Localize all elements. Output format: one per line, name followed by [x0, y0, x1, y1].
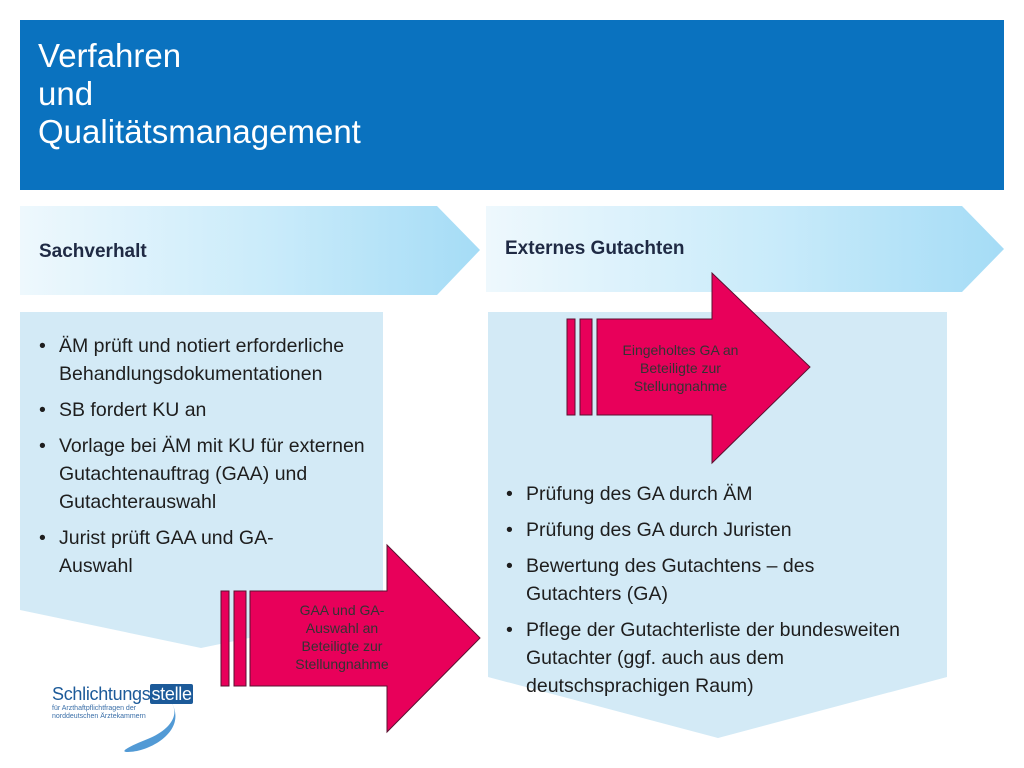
slide-title: Verfahren und Qualitätsmanagement: [38, 37, 361, 151]
header-sachverhalt: Sachverhalt: [39, 241, 147, 262]
header-externes-gutachten: Externes Gutachten: [505, 238, 685, 259]
chevron-externes-gutachten: [486, 206, 1004, 292]
list-item: Pflege der Gutachterliste der bundesweit…: [506, 616, 936, 700]
arrow-left-shape: [249, 543, 481, 734]
logo-wordmark-highlight: stelle: [150, 684, 193, 704]
title-bar: Verfahren und Qualitätsmanagement: [20, 20, 1004, 190]
logo-swoosh-icon: [124, 690, 176, 752]
list-item: Prüfung des GA durch ÄM: [506, 480, 936, 508]
title-line-3: Qualitätsmanagement: [38, 113, 361, 150]
arrow-right-shape: [596, 271, 811, 465]
arrow-left-stripe-2: [233, 590, 247, 687]
title-line-1: Verfahren: [38, 37, 182, 74]
arrow-left-text: GAA und GA-Auswahl an Beteiligte zur Ste…: [295, 602, 389, 672]
logo: Schlichtungsstelle für Arzthaftpflichtfr…: [52, 684, 197, 754]
logo-wordmark: Schlichtungsstelle: [52, 684, 193, 704]
arrow-right-stripe-2: [579, 318, 593, 416]
list-item: Prüfung des GA durch Juristen: [506, 516, 936, 544]
list-item: Jurist prüft GAA und GA-Auswahl: [39, 524, 339, 580]
list-item: SB fordert KU an: [39, 396, 379, 424]
list-item: ÄM prüft und notiert erforderliche Behan…: [39, 332, 379, 388]
list-item: Bewertung des Gutachtens – des Gutachter…: [506, 552, 896, 608]
title-line-2: und: [38, 75, 94, 112]
logo-subtitle: für Arzthaftpflichtfragen der norddeutsc…: [52, 705, 146, 720]
list-item: Vorlage bei ÄM mit KU für externen Gutac…: [39, 432, 379, 516]
arrow-left-stripe-1: [220, 590, 230, 687]
arrow-right-stripe-1: [566, 318, 576, 416]
arrow-right-text: Eingeholtes GA an Beteiligte zur Stellun…: [622, 342, 739, 394]
chevron-sachverhalt: [20, 206, 480, 295]
left-bullet-list: ÄM prüft und notiert erforderliche Behan…: [39, 332, 379, 588]
right-bullet-list: Prüfung des GA durch ÄM Prüfung des GA d…: [506, 480, 936, 708]
